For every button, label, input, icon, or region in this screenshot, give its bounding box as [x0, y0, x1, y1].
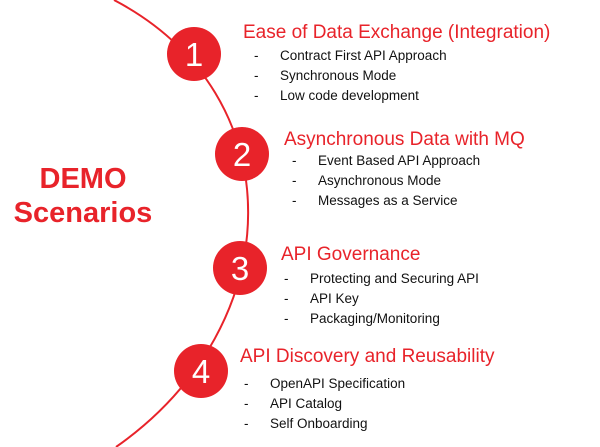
scenario-1-items: Contract First API Approach Synchronous …	[254, 46, 550, 106]
list-item: Packaging/Monitoring	[284, 309, 479, 329]
scenario-4-title: API Discovery and Reusability	[240, 346, 495, 367]
main-title: DEMO Scenarios	[8, 162, 158, 230]
list-item: Self Onboarding	[244, 414, 495, 434]
list-item: Messages as a Service	[292, 191, 525, 211]
scenario-3-items: Protecting and Securing API API Key Pack…	[284, 269, 479, 329]
scenario-3-title: API Governance	[281, 244, 421, 265]
list-item: Synchronous Mode	[254, 66, 550, 86]
step-number-3: 3	[231, 250, 249, 287]
scenario-2-title: Asynchronous Data with MQ	[284, 129, 525, 150]
list-item: Asynchronous Mode	[292, 171, 525, 191]
main-title-line-1: DEMO	[39, 163, 127, 195]
step-marker-2: 2	[215, 127, 269, 181]
list-item: Protecting and Securing API	[284, 269, 479, 289]
scenario-3: API Governance Protecting and Securing A…	[281, 244, 479, 329]
scenario-4-items: OpenAPI Specification API Catalog Self O…	[244, 374, 495, 434]
list-item: Contract First API Approach	[254, 46, 550, 66]
step-marker-3: 3	[213, 241, 267, 295]
scenario-4: API Discovery and Reusability OpenAPI Sp…	[240, 346, 495, 434]
list-item: API Catalog	[244, 394, 495, 414]
list-item: API Key	[284, 289, 479, 309]
main-title-line-2: Scenarios	[13, 197, 153, 229]
step-marker-1: 1	[167, 27, 221, 81]
list-item: OpenAPI Specification	[244, 374, 495, 394]
scenario-1-title: Ease of Data Exchange (Integration)	[243, 22, 551, 43]
scenario-2-items: Event Based API Approach Asynchronous Mo…	[292, 151, 525, 211]
step-number-2: 2	[233, 136, 251, 173]
step-number-1: 1	[185, 36, 203, 73]
scenario-1: Ease of Data Exchange (Integration) Cont…	[243, 22, 550, 106]
step-marker-4: 4	[174, 344, 228, 398]
list-item: Low code development	[254, 86, 550, 106]
scenario-2: Asynchronous Data with MQ Event Based AP…	[284, 129, 525, 211]
list-item: Event Based API Approach	[292, 151, 525, 171]
step-number-4: 4	[192, 353, 210, 390]
